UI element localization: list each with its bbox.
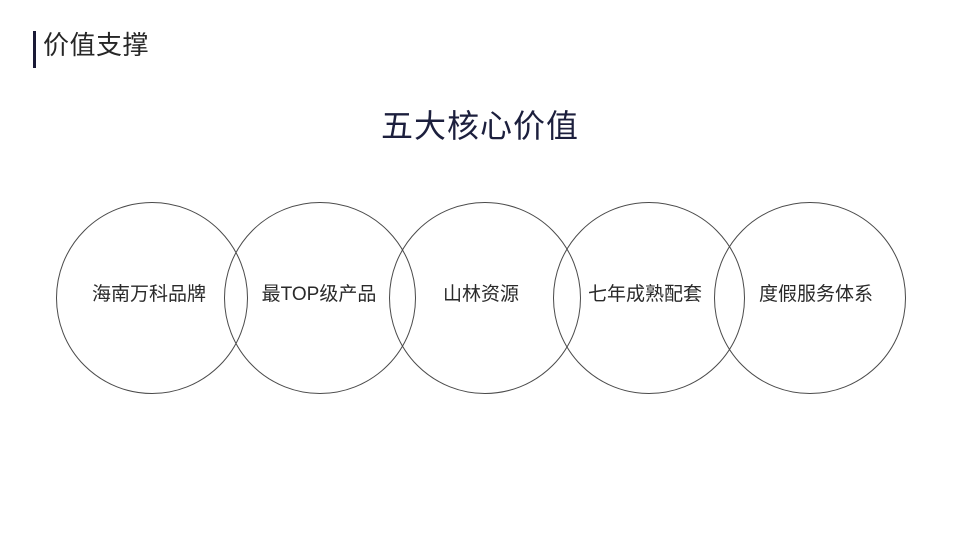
value-label-product: 最TOP级产品 xyxy=(261,284,377,305)
value-label-service: 度假服务体系 xyxy=(758,284,873,305)
value-circle-5 xyxy=(714,202,906,394)
value-label-brand: 海南万科品牌 xyxy=(91,284,206,305)
diagram-title: 五大核心价值 xyxy=(380,108,579,144)
value-label-facilities: 七年成熟配套 xyxy=(587,284,702,305)
header-accent-bar xyxy=(33,31,36,68)
value-label-forest: 山林资源 xyxy=(442,284,519,305)
page-title: 价值支撑 xyxy=(43,30,150,60)
